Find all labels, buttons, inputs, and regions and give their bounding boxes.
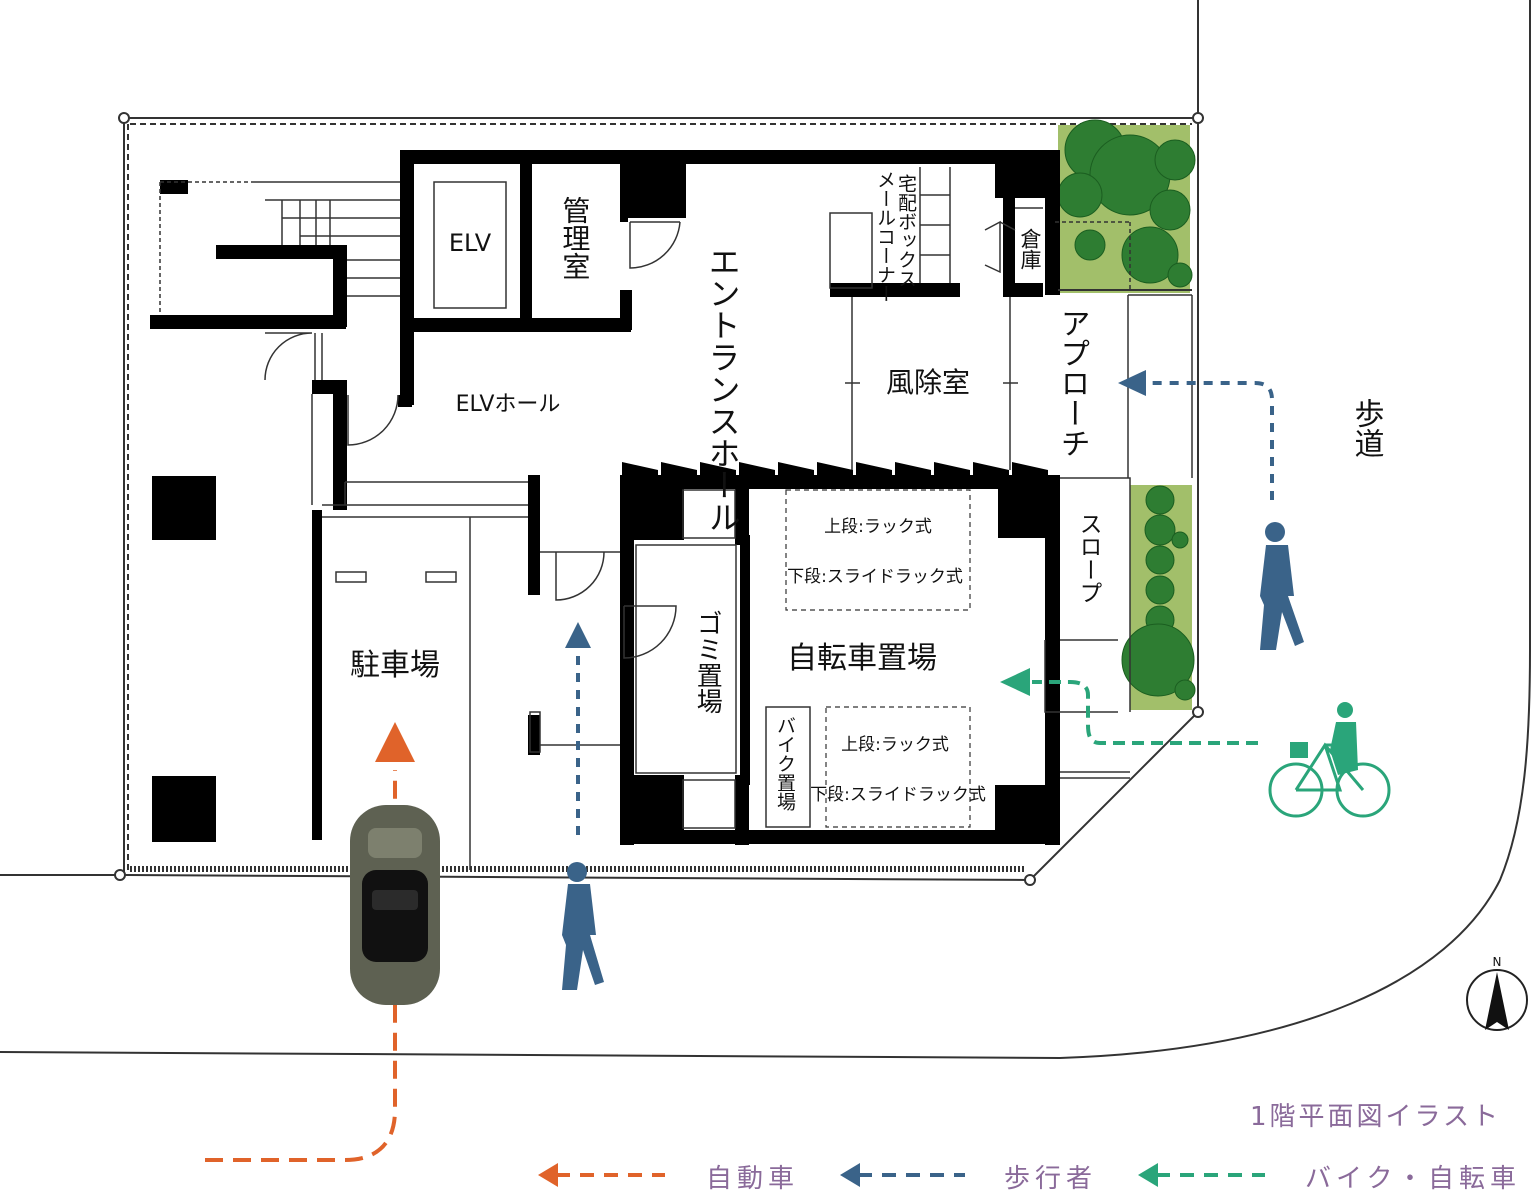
legend-bicycle-arrowhead: [1138, 1163, 1158, 1187]
step-mark: [1012, 462, 1048, 476]
storage-label: 倉庫: [1018, 228, 1043, 270]
compass-label: N: [1493, 955, 1502, 969]
routes: [205, 370, 1274, 1162]
rack-lower-2-label: 下段:スライドラック式: [810, 785, 986, 805]
pedestrian-figure-2: [1260, 522, 1304, 650]
step-marks: [622, 462, 1048, 476]
entrance-hall-label: エントランスホール: [704, 245, 742, 533]
entrance-hall-text: エントランスホール: [703, 245, 742, 533]
legend-car-arrowhead: [538, 1163, 558, 1187]
rack-lower-1-label: 下段:スライドラック式: [787, 567, 963, 587]
mail-corner-label: メールコーナー: [873, 170, 896, 303]
bicycle-route: [1032, 680, 1258, 745]
approach-label: アプローチ: [1054, 308, 1090, 458]
step-mark: [700, 462, 736, 476]
step-mark: [778, 462, 814, 476]
slope-label: スロープ: [1075, 512, 1102, 604]
windbreak-label: 風除室: [886, 366, 970, 399]
legend-pedestrian-label: 歩行者: [1004, 1164, 1098, 1194]
road-lines: [0, 0, 1531, 1060]
delivery-box-label: 宅配ボックス: [894, 174, 917, 288]
step-mark: [895, 462, 931, 476]
legend-pedestrian-arrowhead: [840, 1163, 860, 1187]
pedestrian-figure-1: [562, 862, 604, 990]
parking-label: 駐車場: [350, 648, 440, 683]
car-arrowhead: [375, 722, 415, 762]
legend-arrows: [538, 1163, 1265, 1187]
garbage-label: ゴミ置場: [692, 610, 723, 714]
step-mark: [934, 462, 970, 476]
walls: [150, 150, 1060, 845]
management-label: 管理室: [558, 196, 592, 280]
pedestrian-arrowhead-1: [565, 622, 591, 648]
page-title: 1階平面図イラスト: [1250, 1102, 1502, 1132]
rack-upper-1-label: 上段:ラック式: [824, 517, 932, 537]
site-boundary: [123, 117, 1199, 882]
rack-upper-2-label: 上段:ラック式: [841, 735, 949, 755]
elv-label: ELV: [449, 229, 492, 257]
legend-car-label: 自動車: [706, 1164, 800, 1194]
bicycle-parking-label: 自転車置場: [787, 641, 937, 676]
step-mark: [739, 462, 775, 476]
car-route: [205, 770, 397, 1162]
cyclist-figure: [1268, 702, 1391, 818]
step-mark: [973, 462, 1009, 476]
step-mark: [661, 462, 697, 476]
pedestrian-route-2: [1148, 381, 1274, 500]
doors: [264, 220, 1016, 659]
pedestrian-arrowhead-2: [1118, 370, 1146, 396]
step-mark: [856, 462, 892, 476]
rack-outlines: [785, 489, 971, 828]
greenery: [1057, 119, 1196, 710]
step-mark: [817, 462, 853, 476]
bicycle-arrowhead: [1000, 668, 1030, 696]
car-image: [350, 805, 440, 1005]
step-mark: [622, 462, 658, 476]
boundary-nodes: [114, 112, 1204, 886]
sidewalk-label: 歩道: [1348, 398, 1384, 458]
bike-parking-label: バイク置場: [773, 716, 796, 811]
legend-bicycle-label: バイク・自転車: [1305, 1164, 1521, 1194]
interior-lines: [159, 167, 1193, 870]
compass-icon: N: [1466, 955, 1528, 1031]
elv-hall-label: ELVホール: [456, 392, 561, 417]
